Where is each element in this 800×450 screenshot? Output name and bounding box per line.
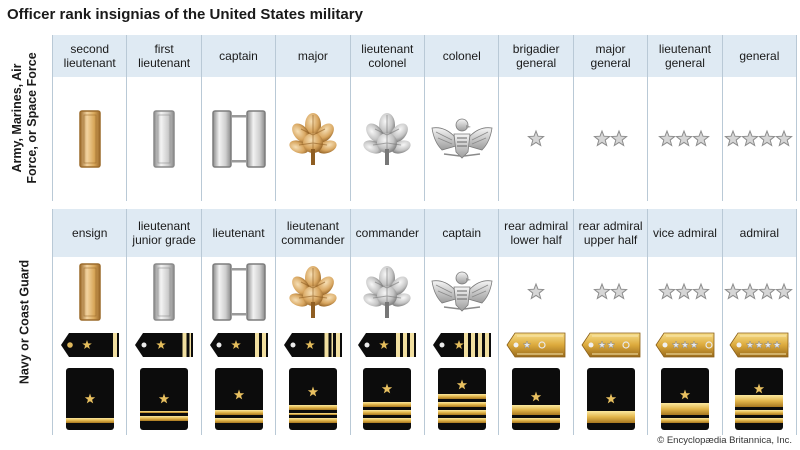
navy-rank-label: vice admiral	[648, 209, 722, 257]
silver-bar-icon	[127, 77, 200, 201]
army-heading-text: Army, Marines, Air Force, or Space Force	[10, 52, 39, 184]
navy-rank-label: rear admiral lower half	[499, 209, 573, 257]
army-rank-label: brigadier general	[499, 35, 573, 77]
silver-oak-leaf-icon	[351, 77, 424, 201]
silver-oak-leaf-icon	[351, 257, 424, 327]
army-rank-label: captain	[201, 35, 276, 77]
sleeve-stripes-icon	[127, 363, 200, 435]
navy-rank-label: captain	[425, 209, 499, 257]
army-rank-label: lieutenant general	[648, 35, 722, 77]
army-rank-column: lieutenant colonel	[349, 35, 425, 201]
gold-bar-icon	[53, 77, 126, 201]
army-rank-column: general	[721, 35, 798, 201]
shoulder-board-icon	[648, 327, 721, 363]
sleeve-stripes-icon	[425, 363, 498, 435]
army-rank-column: first lieutenant	[126, 35, 201, 201]
navy-rank-label: rear admiral upper half	[573, 209, 648, 257]
gold-oak-leaf-icon	[276, 257, 349, 327]
shoulder-board-icon	[276, 327, 349, 363]
four-star-icon	[723, 257, 796, 327]
four-star-icon	[723, 77, 796, 201]
army-rank-label: colonel	[425, 35, 499, 77]
navy-rank-label: commander	[350, 209, 425, 257]
shoulder-board-icon	[574, 327, 647, 363]
sleeve-stripes-icon	[351, 363, 424, 435]
navy-rank-column: lieutenant junior grade	[126, 209, 201, 435]
army-section: Army, Marines, Air Force, or Space Force…	[0, 35, 800, 201]
gold-oak-leaf-icon	[276, 77, 349, 201]
copyright-credit: © Encyclopædia Britannica, Inc.	[657, 435, 792, 446]
double-silver-bars-icon	[202, 257, 275, 327]
silver-eagle-icon	[425, 257, 498, 327]
navy-section-heading: Navy or Coast Guard	[0, 209, 50, 435]
army-rank-label: first lieutenant	[127, 35, 201, 77]
navy-rank-column: admiral	[721, 209, 798, 435]
army-rank-label: second lieutenant	[53, 35, 127, 77]
shoulder-board-icon	[351, 327, 424, 363]
sleeve-stripes-icon	[574, 363, 647, 435]
navy-rank-column: lieutenant	[200, 209, 276, 435]
double-silver-bars-icon	[202, 77, 275, 201]
navy-heading-text: Navy or Coast Guard	[17, 259, 32, 385]
navy-rank-column: commander	[349, 209, 425, 435]
army-rank-label: major general	[573, 35, 648, 77]
three-star-icon	[648, 257, 721, 327]
three-star-icon	[648, 77, 721, 201]
silver-eagle-icon	[425, 77, 498, 201]
shoulder-board-icon	[425, 327, 498, 363]
army-rank-column: captain	[200, 35, 276, 201]
army-rank-label: lieutenant colonel	[350, 35, 425, 77]
two-star-icon	[574, 77, 647, 201]
navy-rank-column: rear admiral lower half	[498, 209, 573, 435]
shoulder-board-icon	[499, 327, 572, 363]
navy-rank-column: lieutenant commander	[275, 209, 350, 435]
army-rank-column: colonel	[424, 35, 499, 201]
navy-rank-label: lieutenant junior grade	[127, 209, 201, 257]
sleeve-stripes-icon	[276, 363, 349, 435]
navy-rank-column: vice admiral	[647, 209, 722, 435]
shoulder-board-icon	[723, 327, 796, 363]
army-section-heading: Army, Marines, Air Force, or Space Force	[0, 35, 50, 201]
shoulder-board-icon	[53, 327, 126, 363]
sleeve-stripes-icon	[648, 363, 721, 435]
army-rank-label: general	[722, 35, 797, 77]
gold-bar-icon	[53, 257, 126, 327]
page-title: Officer rank insignias of the United Sta…	[7, 6, 363, 23]
sleeve-stripes-icon	[202, 363, 275, 435]
navy-rank-column: ensign	[52, 209, 127, 435]
navy-rank-column: rear admiral upper half	[572, 209, 648, 435]
shoulder-board-icon	[127, 327, 200, 363]
sleeve-stripes-icon	[723, 363, 796, 435]
one-star-icon	[499, 257, 572, 327]
silver-bar-icon	[127, 257, 200, 327]
navy-rank-column: captain	[424, 209, 499, 435]
army-rank-column: major	[275, 35, 350, 201]
shoulder-board-icon	[202, 327, 275, 363]
navy-rank-label: lieutenant	[201, 209, 276, 257]
sleeve-stripes-icon	[53, 363, 126, 435]
army-rank-column: brigadier general	[498, 35, 573, 201]
two-star-icon	[574, 257, 647, 327]
army-rank-column: second lieutenant	[52, 35, 127, 201]
sleeve-stripes-icon	[499, 363, 572, 435]
navy-rank-label: ensign	[53, 209, 127, 257]
army-rank-label: major	[276, 35, 350, 77]
navy-rank-label: lieutenant commander	[276, 209, 350, 257]
army-rank-column: major general	[572, 35, 648, 201]
one-star-icon	[499, 77, 572, 201]
navy-rank-label: admiral	[722, 209, 797, 257]
army-rank-column: lieutenant general	[647, 35, 722, 201]
